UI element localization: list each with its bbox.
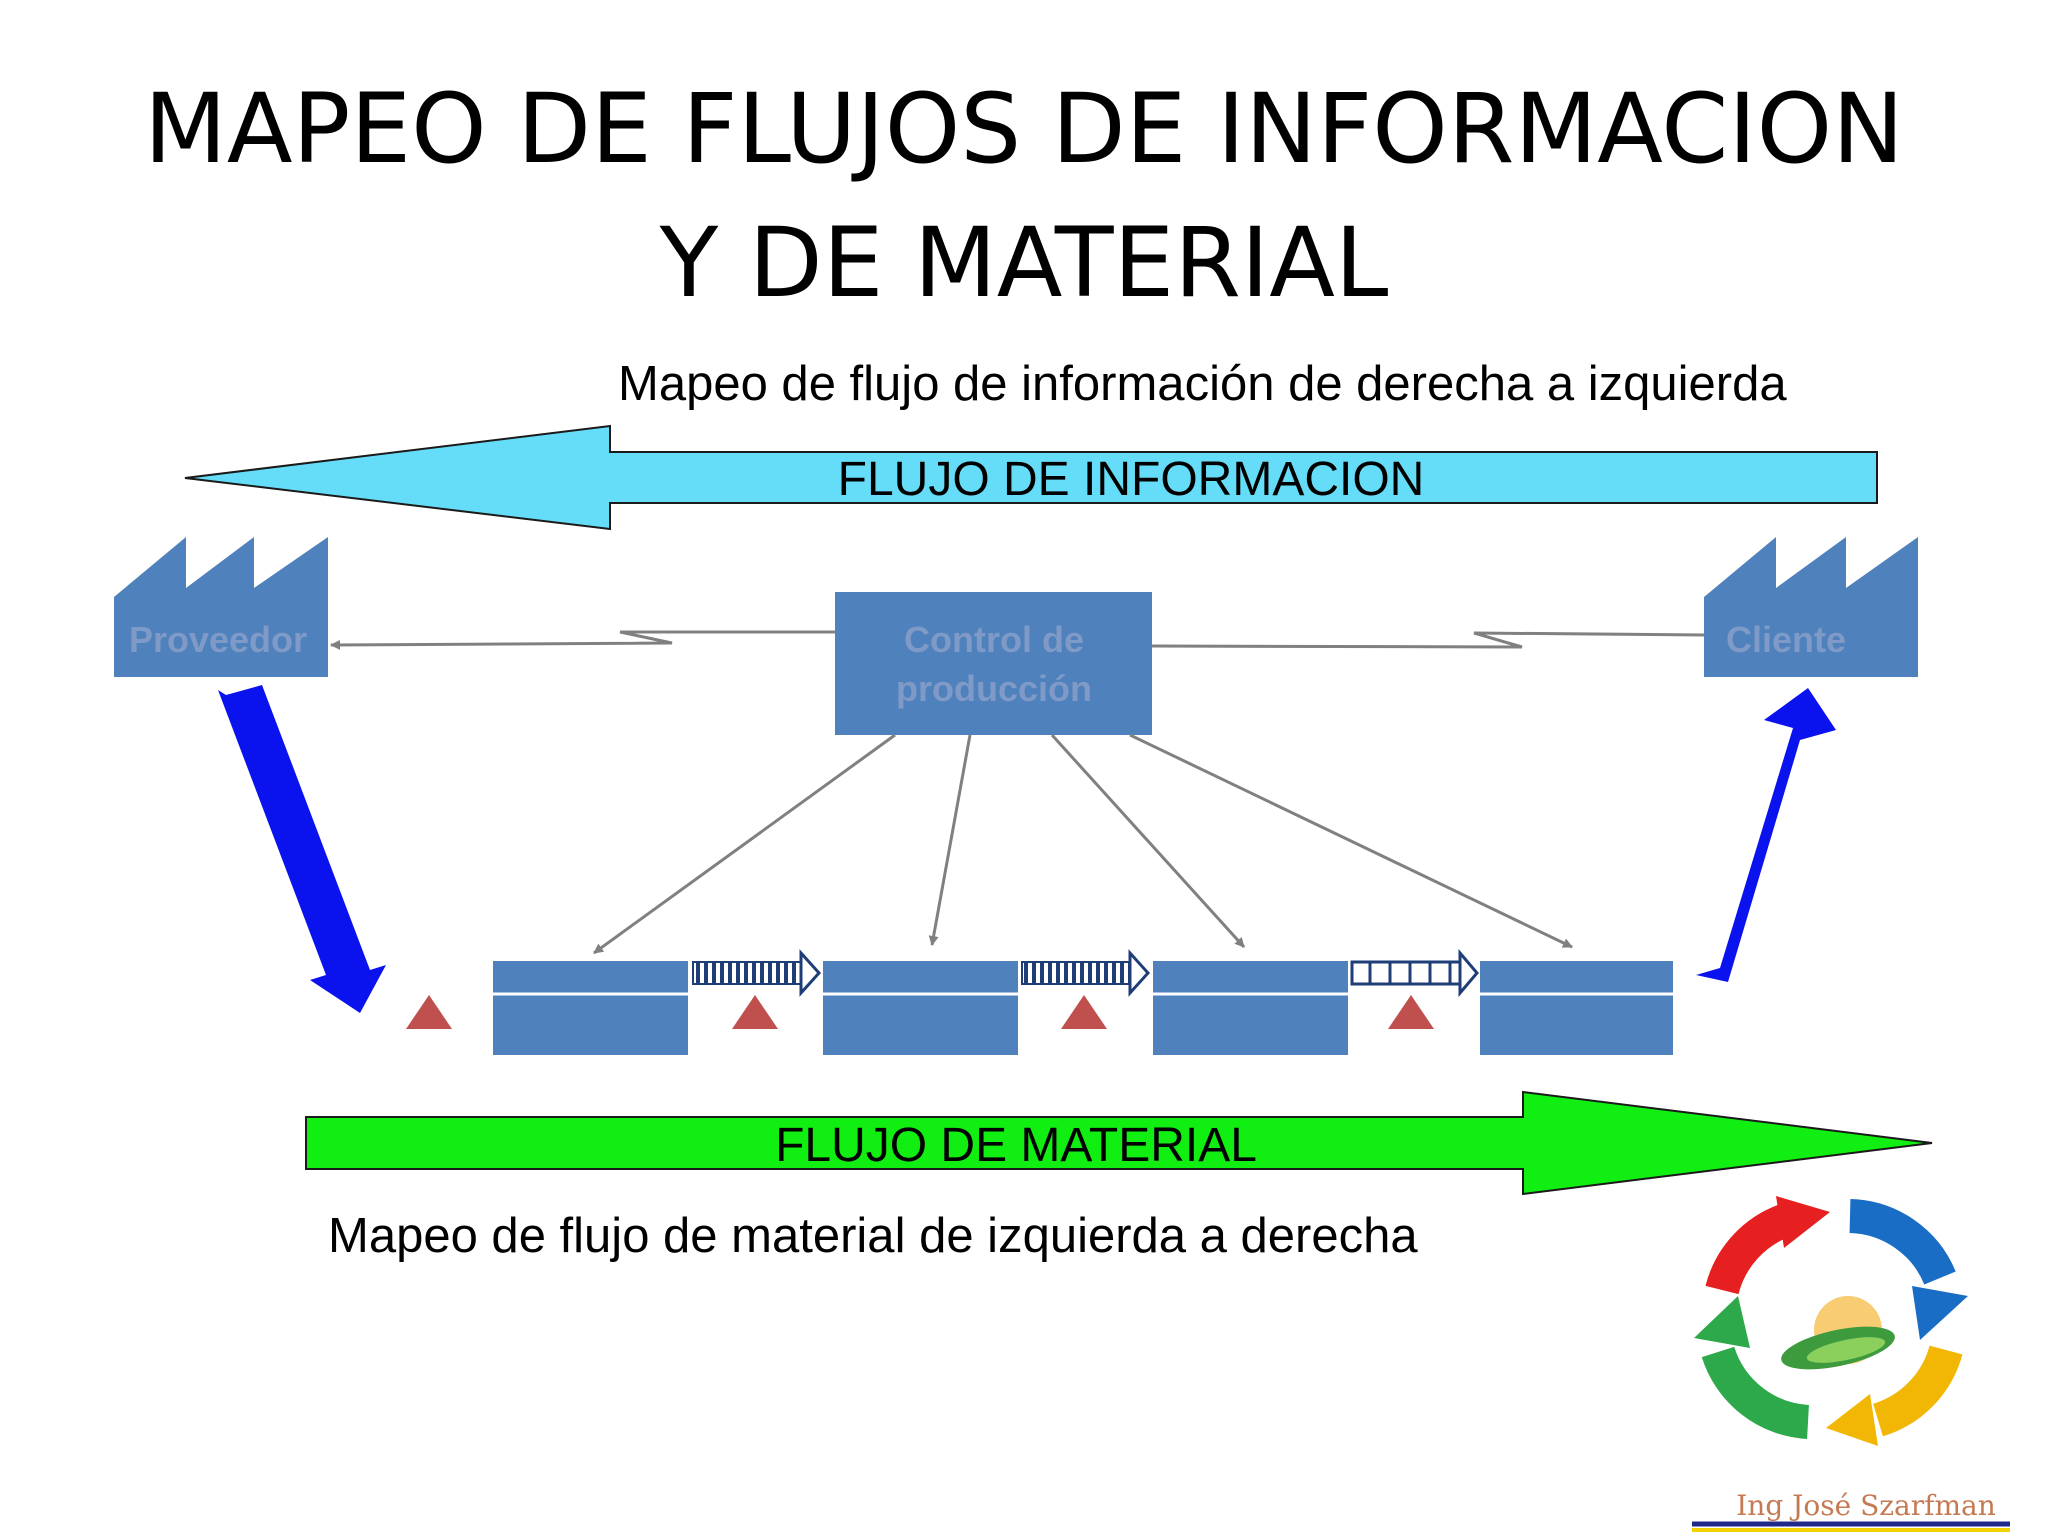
- title-line-1: MAPEO DE FLUJOS DE INFORMACION: [144, 73, 1904, 185]
- process-box-1: [493, 961, 688, 1055]
- schedule-line-2: [928, 734, 972, 946]
- info-flow-caption: Mapeo de flujo de información de derecha…: [618, 357, 1787, 411]
- schedule-line-3: [1050, 733, 1246, 949]
- inventory-triangle-2: [732, 995, 778, 1029]
- inbound-shipment-arrow: [218, 685, 386, 1013]
- info-flow-label: FLUJO DE INFORMACION: [838, 453, 1425, 506]
- inventory-triangle-4: [1388, 995, 1434, 1029]
- process-box-4: [1480, 961, 1673, 1055]
- cycle-logo: Ing José Szarfman: [1692, 1196, 2010, 1532]
- push-arrow-3: [1350, 948, 1479, 998]
- info-flow-arrow: FLUJO DE INFORMACION: [184, 424, 1878, 531]
- control-label-line1: Control de: [904, 619, 1084, 660]
- logo-signature: Ing José Szarfman: [1736, 1489, 1996, 1522]
- process-box-2: [823, 961, 1018, 1055]
- process-box-3: [1153, 961, 1348, 1055]
- supplier-label: Proveedor: [129, 619, 307, 660]
- inventory-triangle-3: [1061, 995, 1107, 1029]
- material-flow-label: FLUJO DE MATERIAL: [775, 1119, 1257, 1172]
- material-flow-caption: Mapeo de flujo de material de izquierda …: [328, 1209, 1418, 1263]
- electronic-link-from-customer: [1151, 631, 1705, 649]
- schedule-line-1: [593, 733, 896, 955]
- schedule-line-4: [1129, 733, 1573, 949]
- title-line-2: Y DE MATERIAL: [659, 207, 1389, 319]
- inventory-triangle-1: [406, 995, 452, 1029]
- control-label-line2: producción: [896, 668, 1092, 709]
- material-flow-arrow: FLUJO DE MATERIAL: [305, 1090, 1933, 1196]
- supplier-factory-icon: Proveedor: [114, 537, 328, 677]
- outbound-shipment-arrow: [1696, 688, 1836, 982]
- production-control-box: Control de producción: [835, 592, 1152, 735]
- push-arrow-2: [1021, 949, 1151, 997]
- slide-title: MAPEO DE FLUJOS DE INFORMACION Y DE MATE…: [0, 62, 2048, 330]
- customer-label: Cliente: [1726, 619, 1846, 660]
- push-arrow-1: [692, 949, 822, 997]
- electronic-link-to-supplier: [330, 630, 835, 650]
- customer-factory-icon: Cliente: [1704, 537, 1918, 677]
